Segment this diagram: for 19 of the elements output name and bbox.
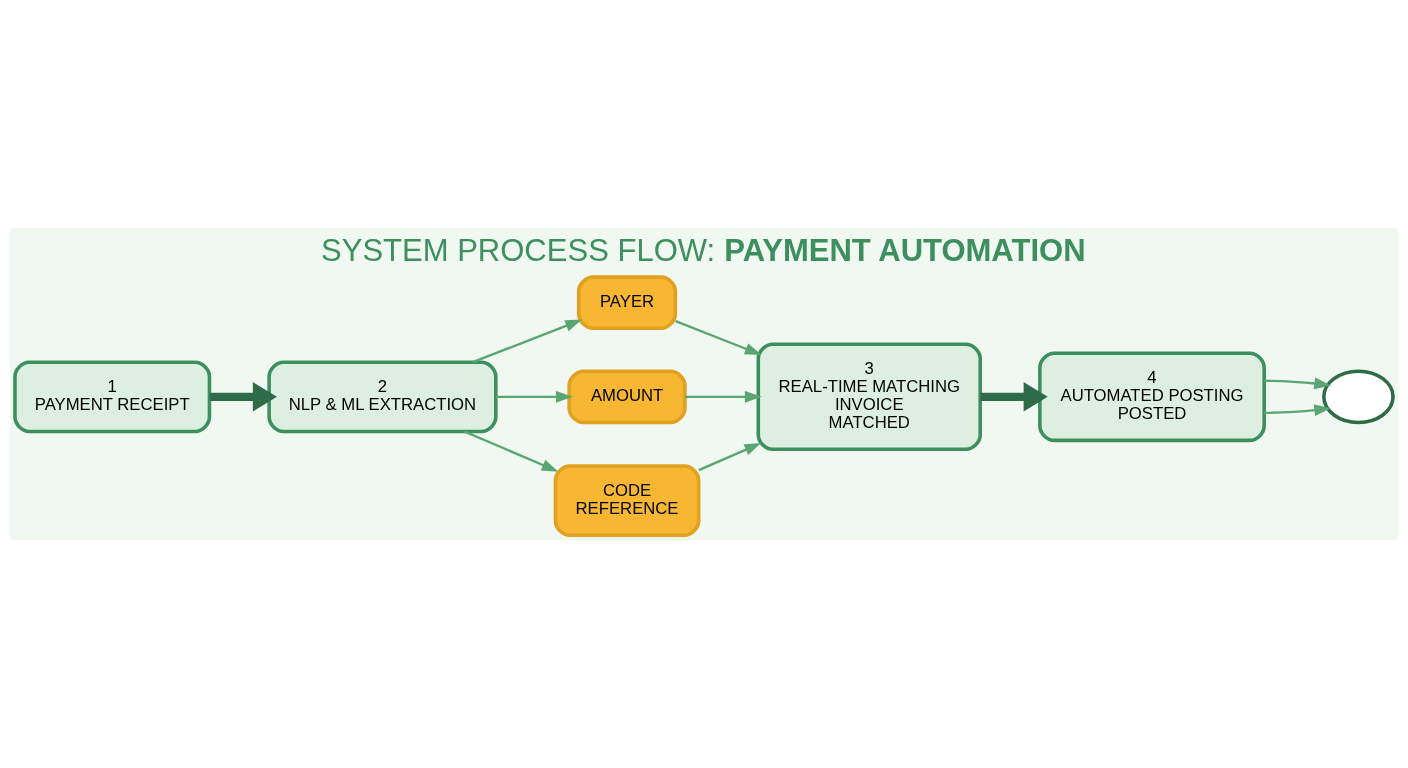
node-cloud xyxy=(1322,369,1395,425)
node-box: 2 NLP & ML EXTRACTION xyxy=(267,360,498,434)
node-box: 4 AUTOMATED POSTING POSTED xyxy=(1038,351,1266,443)
arrow xyxy=(209,382,277,412)
arrow xyxy=(464,430,559,472)
arrow xyxy=(685,390,762,403)
arrow xyxy=(495,390,573,403)
arrow xyxy=(472,319,583,364)
node-box: 3 REAL-TIME MATCHING INVOICE MATCHED xyxy=(756,342,982,452)
arrow xyxy=(1264,377,1332,390)
arrow xyxy=(675,320,762,355)
arrow xyxy=(698,443,762,472)
diagram-title: SYSTEM PROCESS FLOW: PAYMENT AUTOMATION xyxy=(321,233,1086,269)
node-box: PAYER xyxy=(576,275,678,330)
arrow xyxy=(1264,404,1331,417)
node-box: CODE REFERENCE xyxy=(553,464,701,537)
node-box: AMOUNT xyxy=(567,369,687,425)
node-box: 1 PAYMENT RECEIPT xyxy=(13,360,212,434)
arrow xyxy=(980,382,1048,412)
